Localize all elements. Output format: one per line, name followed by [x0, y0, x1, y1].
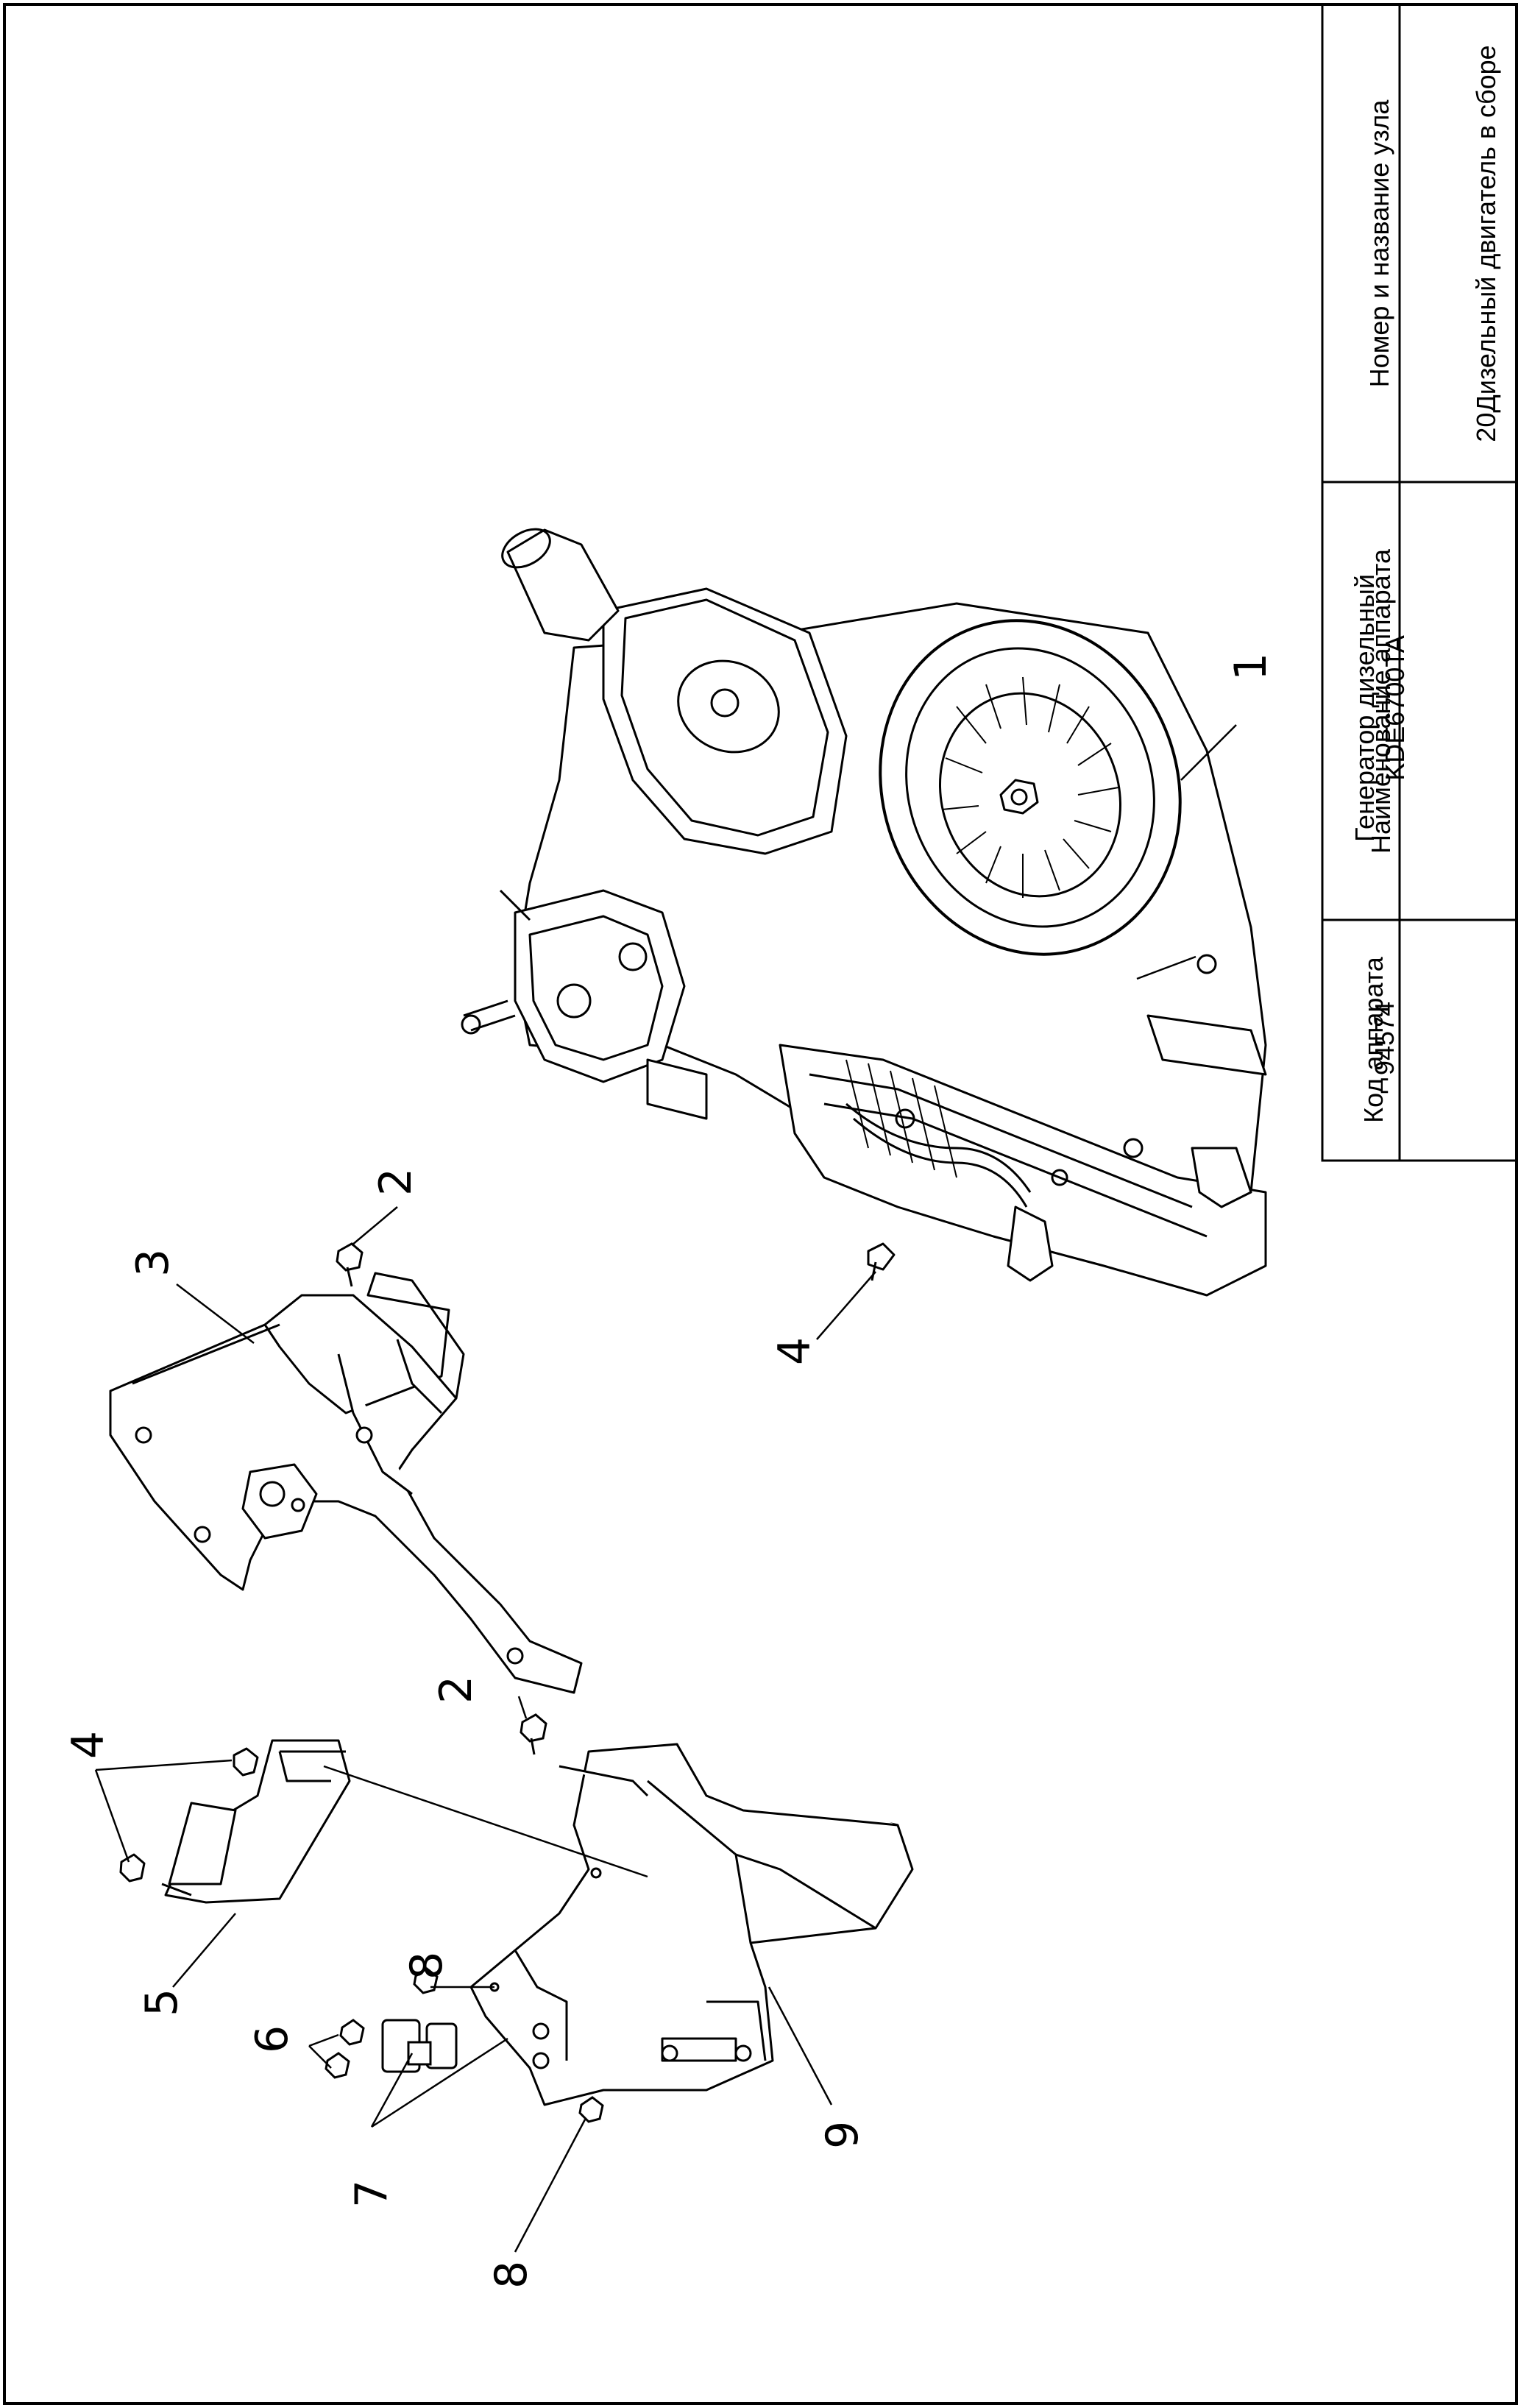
callout-6: 6 — [247, 2025, 298, 2053]
value-unit-number: 20 — [1471, 412, 1501, 442]
value-device-name-line1: Генератор дизельный — [1350, 573, 1380, 843]
engine-assembly-drawing — [461, 528, 1267, 1297]
value-unit: 20Дизельный двигатель в сборе — [1468, 4, 1505, 483]
callout-2a: 2 — [370, 1168, 422, 1196]
sheet-border — [3, 3, 1518, 2405]
callout-1: 1 — [1225, 653, 1277, 681]
part-3-deflector-drawing — [109, 1272, 583, 1694]
value-device-name: Генератор дизельный KDE6700TA — [1350, 561, 1420, 855]
title-block — [1321, 3, 1518, 1162]
callout-8b: 8 — [486, 2261, 537, 2289]
part-5-bracket-drawing — [119, 1739, 351, 1904]
value-device-name-line2: KDE6700TA — [1380, 635, 1411, 781]
part-2-bolts-drawing — [336, 1242, 547, 1755]
callout-2b: 2 — [430, 1676, 482, 1704]
callout-5: 5 — [136, 1989, 188, 2016]
callouts: 1 2 3 4 2 4 5 8 6 9 7 8 — [63, 653, 1277, 2289]
callout-8a: 8 — [401, 1952, 453, 1980]
callout-9: 9 — [817, 2121, 868, 2149]
callout-4b: 4 — [63, 1731, 114, 1759]
part-6-7-8-hardware-drawing — [325, 1867, 604, 2123]
header-unit-name: Номер и название узла — [1364, 99, 1394, 388]
callout-7: 7 — [346, 2180, 397, 2208]
engine-bolt — [867, 1242, 896, 1281]
value-device-code: 94574 — [1369, 1001, 1400, 1076]
callout-4a: 4 — [769, 1337, 820, 1365]
leader-lines — [94, 724, 1237, 2253]
value-unit-name: Дизельный двигатель в сборе — [1471, 45, 1501, 413]
part-9-bracket-drawing — [469, 1743, 914, 2106]
callout-3: 3 — [127, 1249, 179, 1277]
